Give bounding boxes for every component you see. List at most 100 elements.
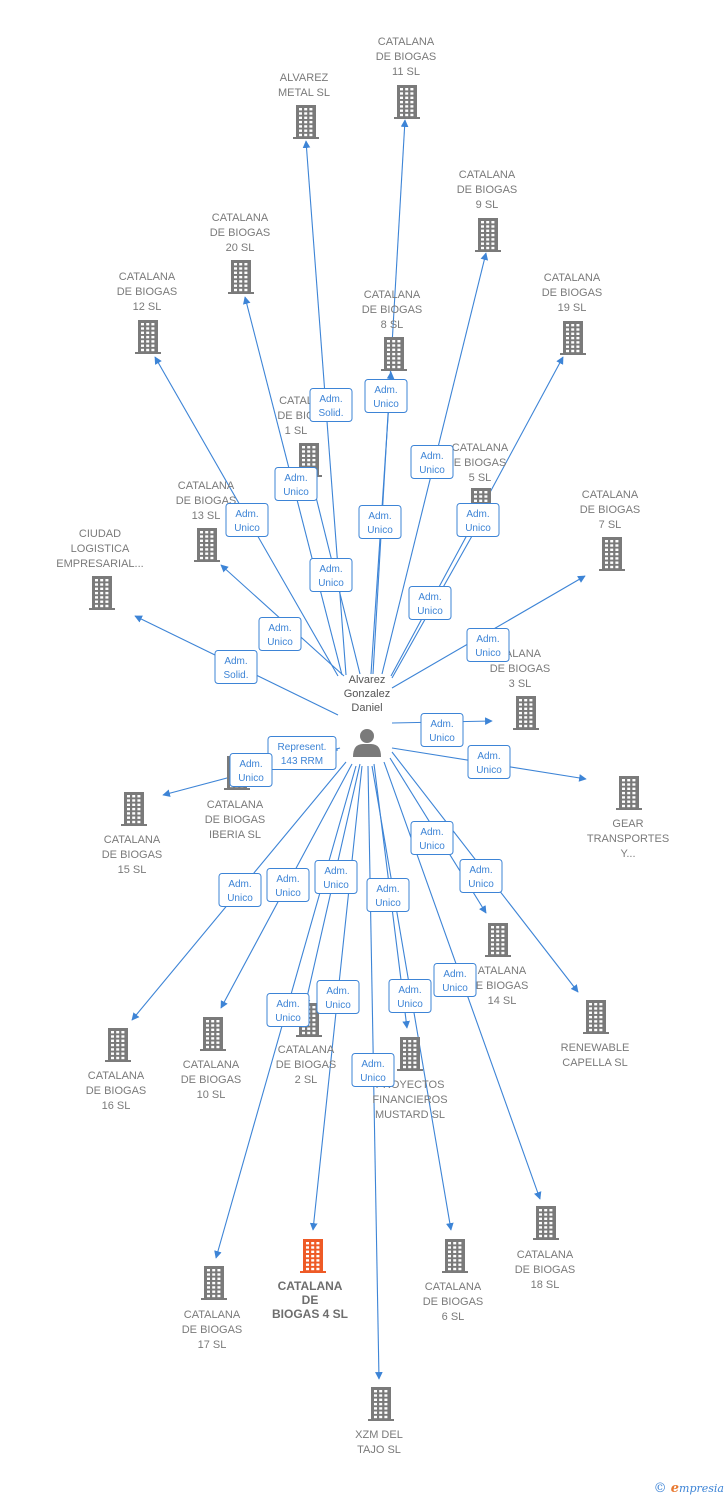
role-badge-b-cb1[interactable]: Adm.Unico — [309, 558, 353, 592]
role-badge-b-cb15[interactable]: Adm.Unico — [229, 753, 273, 787]
company-label-line: 11 SL — [392, 66, 420, 78]
role-badge-b-gear[interactable]: Adm.Unico — [467, 745, 511, 779]
company-label-line: DE BIOGAS — [102, 849, 163, 861]
role-badge-b-cb19[interactable]: Adm.Unico — [456, 503, 500, 537]
role-badge-b-cb5[interactable]: Adm.Unico — [408, 586, 452, 620]
role-badge-line: Unico — [475, 648, 501, 659]
building-icon — [381, 337, 407, 371]
role-badge-b-ciudad[interactable]: Adm.Solid. — [214, 650, 258, 684]
role-badge-box — [459, 859, 503, 893]
role-badge-b-cb10[interactable]: Adm.Unico — [266, 868, 310, 902]
company-label-line: RENEWABLE — [561, 1042, 630, 1054]
brand-footer[interactable]: © empresia — [654, 1481, 724, 1496]
role-badge-b-cb20[interactable]: Adm.Unico — [274, 467, 318, 501]
role-badge-box — [266, 993, 310, 1027]
role-badge-line: Adm. — [276, 999, 299, 1010]
role-badge-b-cb16[interactable]: Adm.Unico — [218, 873, 262, 907]
role-badge-b-cb3[interactable]: Adm.Unico — [420, 713, 464, 747]
role-badge-b-xzm[interactable]: Adm.Unico — [351, 1053, 395, 1087]
role-badge-b-cb18[interactable]: Adm.Unico — [433, 963, 477, 997]
role-badge-line: Unico — [419, 841, 445, 852]
role-badge-b-mustard[interactable]: Adm.Unico — [366, 878, 410, 912]
role-badge-b-cb2[interactable]: Adm.Unico — [314, 860, 358, 894]
role-badge-b-iberia-rep[interactable]: Represent.143 RRM — [267, 736, 337, 770]
role-badge-line: Unico — [476, 765, 502, 776]
role-badge-box — [467, 745, 511, 779]
role-badge-b-cb9[interactable]: Adm.Unico — [410, 445, 454, 479]
person-label-line: Daniel — [351, 702, 382, 714]
role-badge-b-cb13[interactable]: Adm.Unico — [258, 617, 302, 651]
role-badge-b-cb8[interactable]: Adm.Unico — [358, 505, 402, 539]
role-badge-b-cb17[interactable]: Adm. Unico — [266, 993, 310, 1027]
role-badge-b-renewable[interactable]: Adm.Unico — [459, 859, 503, 893]
building-icon — [89, 576, 115, 610]
company-label-line: CATALANA — [378, 36, 435, 48]
company-label-line: CATALANA — [88, 1070, 145, 1082]
company-label-line: METAL SL — [278, 87, 330, 99]
role-badge-b-cb6[interactable]: Adm.Unico — [388, 979, 432, 1013]
role-badge-b-cb4[interactable]: Adm.Unico — [316, 980, 360, 1014]
role-badge-b-alvarez[interactable]: Adm.Solid. — [309, 388, 353, 422]
role-badge-b-cb12[interactable]: Adm.Unico — [225, 503, 269, 537]
role-badge-box — [410, 821, 454, 855]
role-badge-line: Unico — [275, 1013, 301, 1024]
company-label-line: CATAL — [279, 395, 313, 407]
company-label-line: CATALANA — [207, 799, 264, 811]
role-badge-b-cb11[interactable]: Adm.Unico — [364, 379, 408, 413]
role-badge-line: Unico — [367, 525, 393, 536]
role-badge-b-cb14[interactable]: Adm.Unico — [410, 821, 454, 855]
role-badge-box — [258, 617, 302, 651]
role-badge-b-cb7[interactable]: Adm.Unico — [466, 628, 510, 662]
